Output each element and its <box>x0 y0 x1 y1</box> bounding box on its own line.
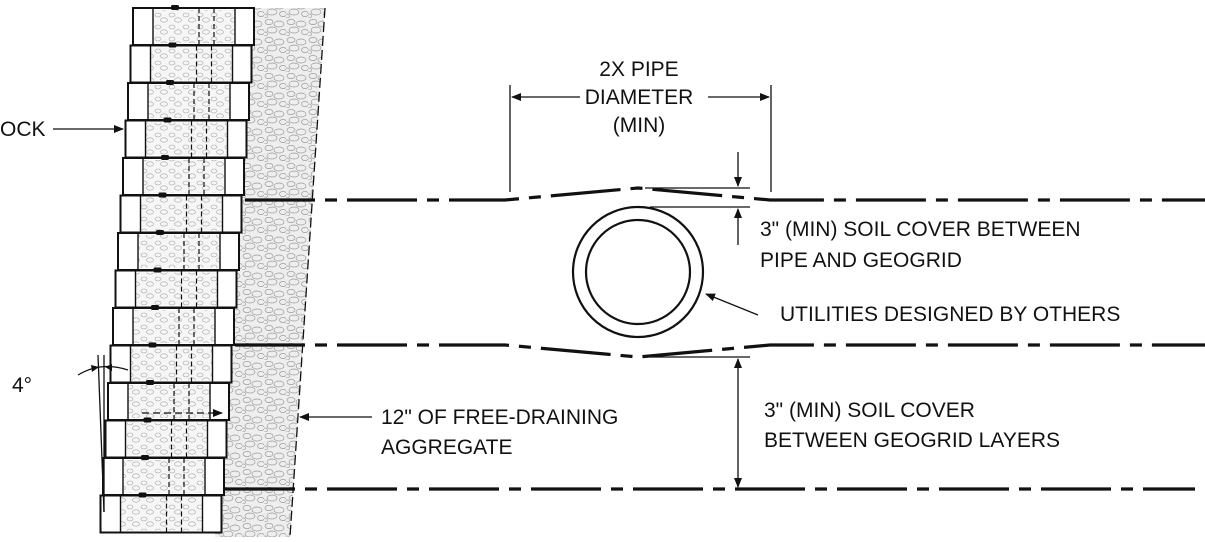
wall-block <box>127 80 250 121</box>
cover-layers-label-line1: 3" (MIN) SOIL COVER <box>764 399 975 422</box>
geogrid-layer-middle <box>235 343 1205 359</box>
aggregate-zone <box>215 8 325 537</box>
batter-inclined-line <box>97 354 105 513</box>
block-label: OCK <box>0 118 46 141</box>
retaining-wall-blocks <box>99 5 255 534</box>
cover-pipe-label-line1: 3" (MIN) SOIL COVER BETWEEN <box>760 218 1081 241</box>
wall-block <box>132 5 255 46</box>
wall-block <box>112 305 235 346</box>
wall-block <box>129 42 253 84</box>
wall-block <box>119 192 243 234</box>
wall-block <box>109 342 233 384</box>
wall-block <box>102 455 225 496</box>
wall-block <box>124 117 248 159</box>
wall-block <box>117 230 240 271</box>
aggregate-label-line2: AGGREGATE <box>381 436 513 459</box>
pipe-spacing-label-line3: (MIN) <box>612 114 666 137</box>
aggregate-back-line <box>289 7 326 538</box>
utilities-leader-arrow <box>705 293 759 316</box>
batter-arc-arrow-right <box>105 364 112 371</box>
wall-block <box>107 380 230 421</box>
pipe-spacing-label-line2: DIAMETER <box>584 86 694 109</box>
batter-angle-label: 4° <box>12 374 33 397</box>
batter-angle-arc <box>77 365 129 376</box>
aggregate-label-line1: 12" OF FREE-DRAINING <box>381 406 619 429</box>
pipe-inner-wall <box>584 218 692 326</box>
batter-arc-arrow-left <box>91 365 99 372</box>
wall-block <box>104 417 228 459</box>
geogrid-layer-top <box>245 186 1205 202</box>
wall-block <box>99 492 223 534</box>
pipe-spacing-label-line1: 2X PIPE <box>599 58 679 81</box>
wall-block <box>122 155 245 196</box>
cover-layers-label-line2: BETWEEN GEOGRID LAYERS <box>764 429 1060 452</box>
wall-block <box>114 267 238 309</box>
cover-pipe-label-line2: PIPE AND GEOGRID <box>760 249 962 272</box>
utilities-label: UTILITIES DESIGNED BY OTHERS <box>780 303 1121 326</box>
